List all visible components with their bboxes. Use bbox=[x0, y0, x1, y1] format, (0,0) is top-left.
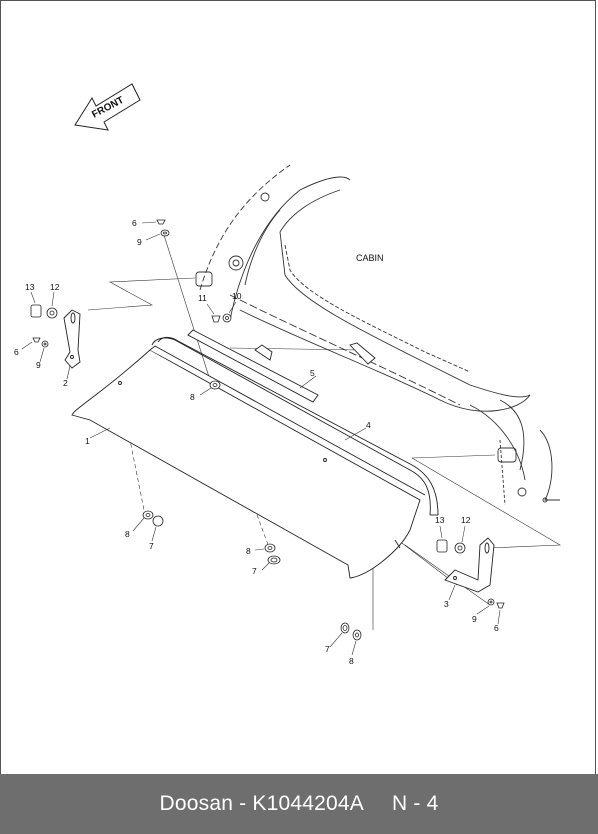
callout-9-top: 9 bbox=[137, 237, 142, 247]
right-bracket bbox=[444, 537, 495, 593]
callout-7-bottom: 7 bbox=[325, 644, 330, 654]
callout-12-left: 12 bbox=[50, 282, 60, 292]
callout-11: 11 bbox=[198, 293, 207, 303]
callout-2: 2 bbox=[63, 378, 68, 388]
cabin-outline bbox=[195, 164, 560, 506]
callout-9-left: 9 bbox=[36, 360, 41, 370]
callout-5: 5 bbox=[310, 368, 315, 378]
callout-8-top: 8 bbox=[190, 392, 195, 402]
front-arrow-icon: FRONT bbox=[74, 83, 141, 131]
callout-13-left: 13 bbox=[25, 282, 35, 292]
callout-8-bottom: 8 bbox=[349, 656, 354, 666]
callout-13-right: 13 bbox=[435, 515, 445, 525]
callout-leaders bbox=[21, 221, 501, 656]
callout-6-right: 6 bbox=[494, 623, 499, 633]
cabin-label: CABIN bbox=[356, 253, 384, 263]
footer-page-number: N - 4 bbox=[391, 792, 439, 815]
callout-7-mid: 7 bbox=[252, 566, 257, 576]
callout-8-left: 8 bbox=[125, 529, 130, 539]
callout-7-left: 7 bbox=[149, 541, 154, 551]
bracket-bar bbox=[187, 329, 376, 403]
callout-1: 1 bbox=[85, 436, 90, 446]
fasteners bbox=[30, 219, 505, 641]
callout-numbers: 6 9 13 12 6 9 2 1 11 10 8 5 4 8 7 8 7 7 … bbox=[14, 218, 499, 666]
seal-strip bbox=[151, 336, 439, 516]
parts-diagram: FRONT CABIN bbox=[14, 83, 562, 666]
callout-6-top: 6 bbox=[132, 218, 137, 228]
callout-10: 10 bbox=[232, 291, 242, 301]
callout-6-left: 6 bbox=[14, 347, 19, 357]
callout-12-right: 12 bbox=[461, 515, 471, 525]
footer-brand: Doosan - K1044204A bbox=[159, 792, 364, 815]
left-bracket bbox=[63, 309, 81, 369]
callout-3: 3 bbox=[444, 599, 449, 609]
footer-bar: Doosan - K1044204A N - 4 bbox=[0, 774, 598, 834]
callout-4: 4 bbox=[366, 420, 371, 430]
callout-9-right: 9 bbox=[472, 614, 477, 624]
callout-8-mid: 8 bbox=[246, 546, 251, 556]
diagram-frame bbox=[0, 0, 596, 774]
